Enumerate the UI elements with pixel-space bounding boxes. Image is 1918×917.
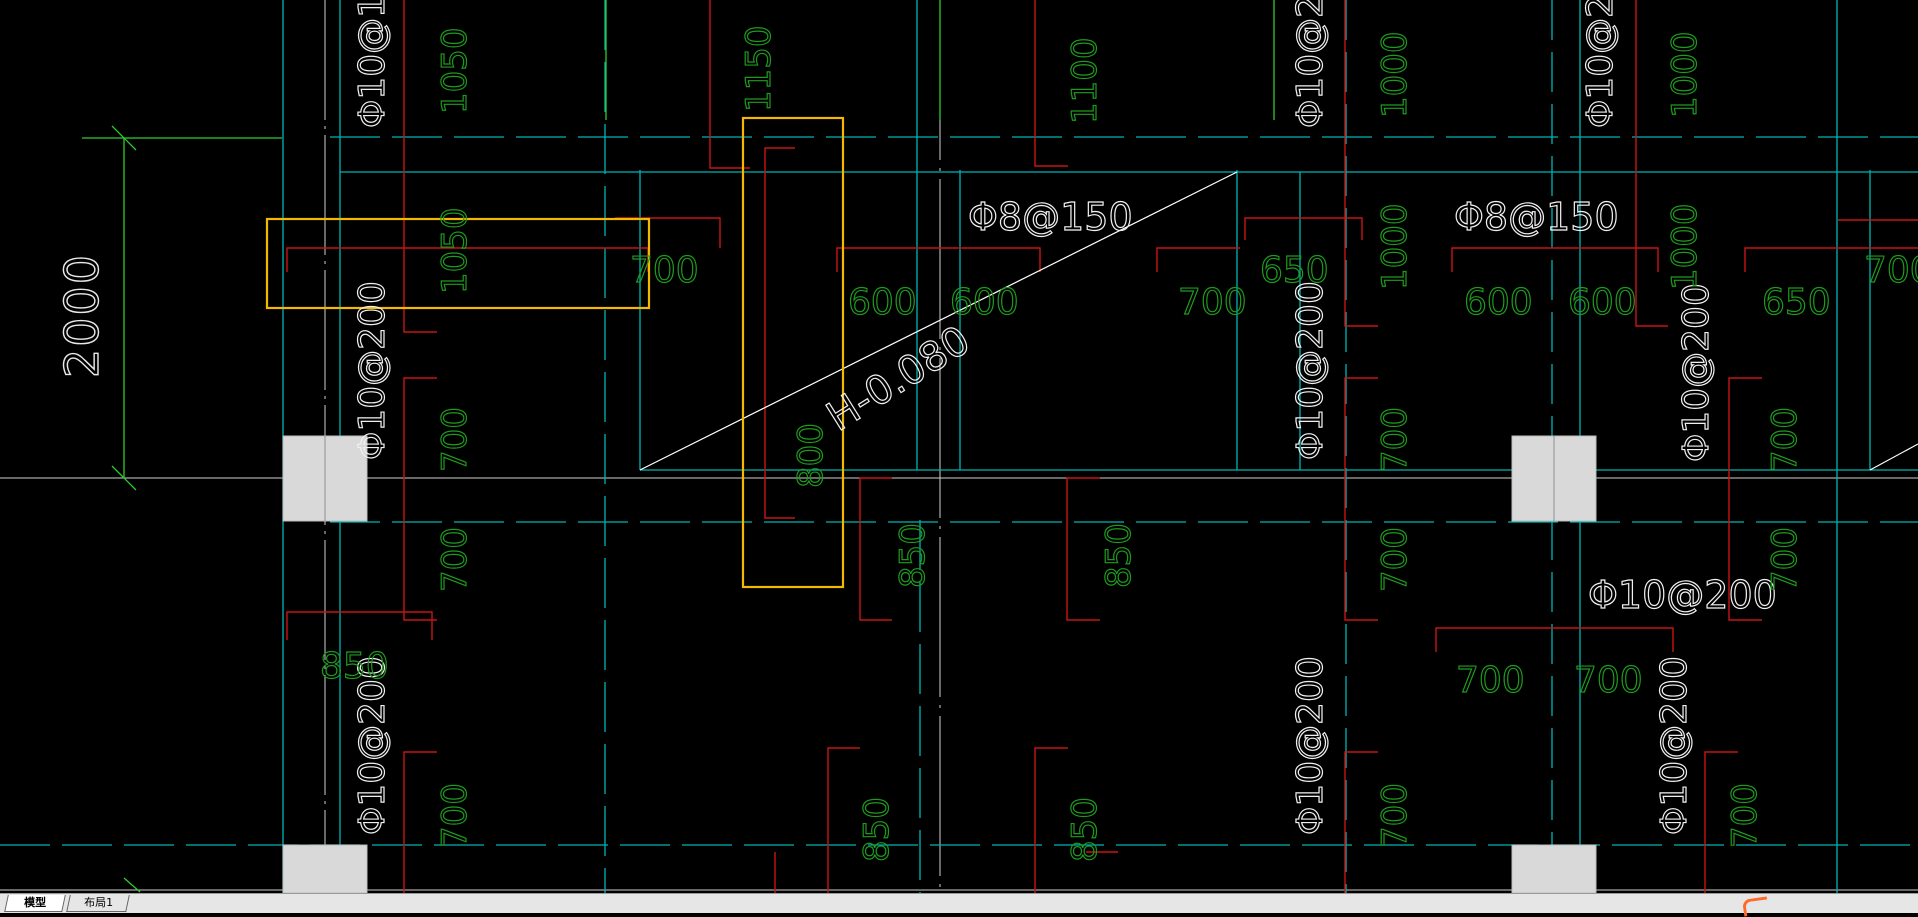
column bbox=[282, 844, 368, 893]
dimension-label: 600 bbox=[1464, 282, 1533, 323]
dimension-label: 700 bbox=[1178, 282, 1247, 323]
dimension-label: 1000 bbox=[1665, 203, 1705, 290]
rebar-label-vertical: Φ10@200 bbox=[1676, 283, 1717, 462]
dimension-label: 1050 bbox=[435, 27, 475, 114]
dimension-label: 600 bbox=[950, 282, 1019, 323]
green-labels-horizontal: 700 600 600 700 650 600 600 650 700 850 … bbox=[319, 249, 1918, 701]
cad-drawing-canvas[interactable]: 2000 bbox=[0, 0, 1918, 893]
dimension-label: 700 bbox=[1375, 783, 1415, 848]
rebar-label-vertical: Φ10@200 bbox=[352, 281, 393, 460]
dimension-label: 650 bbox=[1762, 282, 1831, 323]
slab-diagonal bbox=[639, 171, 1918, 471]
cad-drawing-viewport[interactable]: 2000 bbox=[0, 0, 1918, 893]
rebar-label: Φ10@200 bbox=[1588, 573, 1777, 617]
dimension-label: 850 bbox=[857, 797, 897, 862]
dimension-label: 700 bbox=[1574, 660, 1643, 701]
dimension-label: 1000 bbox=[1375, 31, 1415, 118]
rebar-label-vertical: Φ10@200 bbox=[1654, 656, 1695, 835]
rebar-label-vertical: Φ10@150 bbox=[352, 0, 393, 128]
corner-mark-icon bbox=[1741, 896, 1770, 917]
green-labels-vertical: 1050 1150 1100 1000 1000 1050 1000 1000 … bbox=[434, 25, 1805, 863]
axis-lines-dashed bbox=[0, 0, 1918, 893]
dimension-label: 850 bbox=[893, 523, 933, 588]
column-crosshair bbox=[324, 436, 1555, 521]
highlight-box-vertical bbox=[741, 116, 845, 589]
dimension-label: 700 bbox=[435, 783, 475, 848]
dimension-label: 650 bbox=[1260, 250, 1329, 291]
dimension-label: 700 bbox=[630, 250, 699, 291]
highlight-boxes bbox=[265, 116, 845, 589]
dimension-label: 1150 bbox=[739, 25, 779, 112]
rebar-label-vertical: Φ10@200 bbox=[1290, 281, 1331, 460]
dimension-label: 850 bbox=[1065, 797, 1105, 862]
dimension-2000-label: 2000 bbox=[55, 253, 109, 378]
rebar-label-vertical: Φ10@200 bbox=[1290, 0, 1331, 128]
dimension-label: 1100 bbox=[1065, 37, 1105, 124]
rebar-lines bbox=[286, 0, 1918, 893]
dimension-lines bbox=[82, 0, 1275, 893]
dimension-label: 700 bbox=[1456, 660, 1525, 701]
dimension-label: 850 bbox=[320, 646, 389, 687]
dimension-label: 700 bbox=[435, 407, 475, 472]
column bbox=[1511, 844, 1597, 893]
rebar-label: Φ8@150 bbox=[968, 195, 1133, 239]
dimension-label: 600 bbox=[848, 282, 917, 323]
rebar-label-vertical: Φ10@200 bbox=[1290, 656, 1331, 835]
dimension-label: 700 bbox=[1765, 527, 1805, 592]
dimension-label: 700 bbox=[1725, 783, 1765, 848]
tab-model[interactable]: 模型 bbox=[4, 895, 66, 912]
rebar-label-vertical: Φ10@200 bbox=[1580, 0, 1621, 128]
dimension-label: 800 bbox=[791, 423, 831, 488]
rebar-label-vertical: Φ10@200 bbox=[352, 656, 393, 835]
tab-model-label: 模型 bbox=[24, 896, 47, 909]
dimension-label: 600 bbox=[1568, 282, 1637, 323]
dimension-label: 700 bbox=[435, 527, 475, 592]
highlight-box-horizontal bbox=[265, 217, 651, 310]
dimension-label: 700 bbox=[1765, 407, 1805, 472]
dimension-label: 700 bbox=[1375, 527, 1415, 592]
tab-layout1-label: 布局1 bbox=[83, 896, 113, 909]
dimension-label: 850 bbox=[1099, 523, 1139, 588]
dimension-label: 1000 bbox=[1375, 203, 1415, 290]
rebar-label: Φ8@150 bbox=[1454, 195, 1619, 239]
tab-layout1[interactable]: 布局1 bbox=[66, 895, 130, 912]
dimension-label: 1000 bbox=[1665, 31, 1705, 118]
dimension-label: 700 bbox=[1864, 250, 1918, 291]
dimension-label: 700 bbox=[1375, 407, 1415, 472]
dimension-label: 1050 bbox=[435, 207, 475, 294]
layout-tab-bar: 模型 布局1 bbox=[0, 893, 1918, 917]
